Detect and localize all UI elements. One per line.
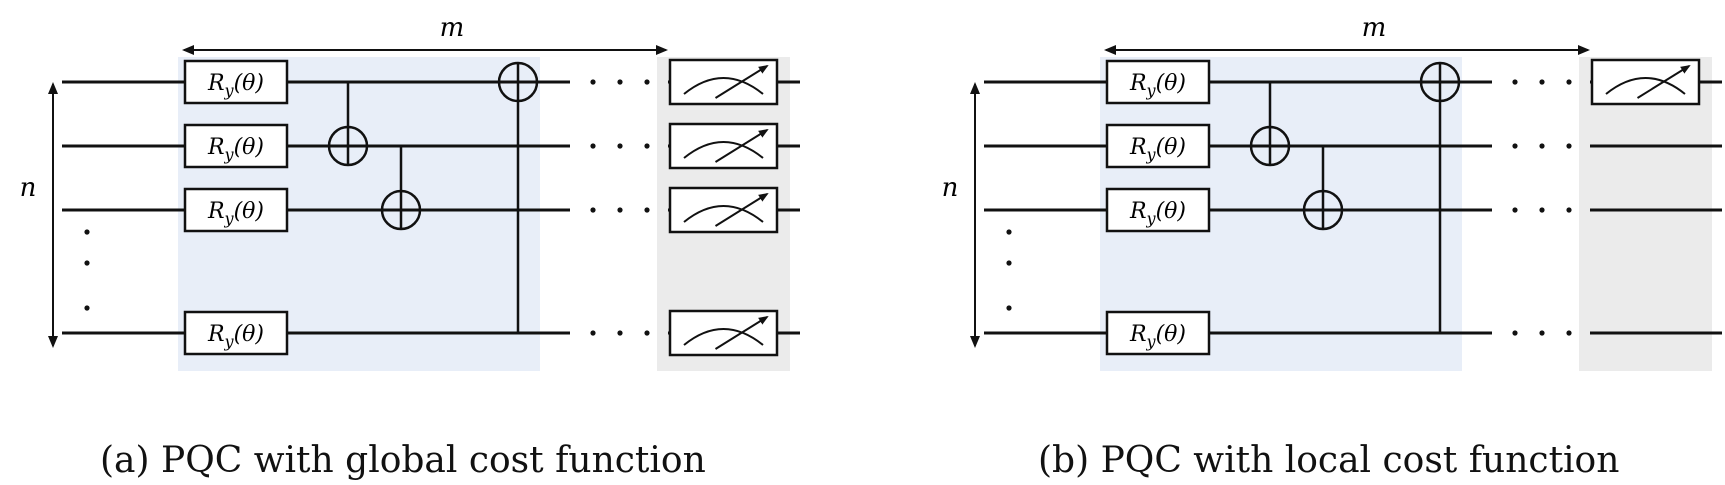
depth-ellipsis-dot (617, 79, 623, 85)
depth-ellipsis-dot (1539, 207, 1545, 213)
depth-ellipsis-dot (644, 79, 650, 85)
ry-gate-label: Ry(θ) (1129, 322, 1186, 351)
depth-ellipsis-dot (1539, 330, 1545, 336)
ry-gate (1105, 123, 1211, 169)
qubit-ellipsis-dot (1006, 229, 1012, 235)
qubit-label: n (942, 173, 959, 203)
depth-ellipsis-dot (617, 330, 623, 336)
meter-needle (1636, 64, 1691, 99)
caption-panel-b: (b) PQC with local cost function (1038, 440, 1620, 481)
depth-ellipsis-dot (590, 207, 596, 213)
depth-ellipsis-dot (1512, 143, 1518, 149)
meter-needle (714, 64, 769, 99)
qubit-ellipsis-dot (1006, 305, 1012, 311)
depth-ellipsis-dot (644, 143, 650, 149)
depth-ellipsis-dot (617, 207, 623, 213)
depth-ellipsis-dot (1512, 207, 1518, 213)
ry-gate (1105, 187, 1211, 233)
depth-ellipsis-dot (1539, 143, 1545, 149)
depth-ellipsis-dot (1566, 330, 1572, 336)
qubit-label: n (20, 173, 37, 203)
depth-label: m (1362, 13, 1387, 43)
depth-ellipsis-dot (1539, 79, 1545, 85)
meter-arc (683, 141, 764, 159)
depth-ellipsis-dot (1566, 207, 1572, 213)
ry-gate (1105, 310, 1211, 356)
meter-needle (714, 128, 769, 163)
depth-label: m (440, 13, 465, 43)
depth-ellipsis-dot (1566, 79, 1572, 85)
meter-icon (1590, 58, 1701, 106)
ry-gate-label: Ry(θ) (207, 135, 264, 164)
measurement-block (1579, 57, 1712, 371)
depth-ellipsis-dot (644, 330, 650, 336)
ry-gate (183, 123, 289, 169)
depth-ellipsis-dot (1566, 143, 1572, 149)
ry-gate-label: Ry(θ) (207, 71, 264, 100)
ry-gate-label: Ry(θ) (1129, 71, 1186, 100)
depth-ellipsis-dot (1512, 79, 1518, 85)
ry-gate-label: Ry(θ) (207, 199, 264, 228)
depth-ellipsis-dot (644, 207, 650, 213)
meter-arc (683, 77, 764, 95)
depth-ellipsis-dot (590, 143, 596, 149)
meter-icon (668, 309, 779, 357)
ry-gate (183, 310, 289, 356)
depth-ellipsis-dot (590, 79, 596, 85)
meter-arc (683, 328, 764, 346)
ry-gate (1105, 59, 1211, 105)
ry-gate (183, 59, 289, 105)
ry-gate (183, 187, 289, 233)
meter-icon (668, 122, 779, 170)
meter-needle (714, 315, 769, 350)
meter-needle (714, 192, 769, 227)
meter-icon (668, 186, 779, 234)
meter-arc (683, 205, 764, 223)
depth-ellipsis-dot (1512, 330, 1518, 336)
meter-arc (1605, 77, 1686, 95)
qubit-ellipsis-dot (84, 229, 90, 235)
caption-panel-a: (a) PQC with global cost function (100, 440, 706, 481)
ry-gate-label: Ry(θ) (1129, 135, 1186, 164)
meter-icon (668, 58, 779, 106)
depth-ellipsis-dot (617, 143, 623, 149)
qubit-ellipsis-dot (1006, 260, 1012, 266)
depth-ellipsis-dot (590, 330, 596, 336)
qubit-ellipsis-dot (84, 260, 90, 266)
ry-gate-label: Ry(θ) (1129, 199, 1186, 228)
ry-gate-label: Ry(θ) (207, 322, 264, 351)
qubit-ellipsis-dot (84, 305, 90, 311)
